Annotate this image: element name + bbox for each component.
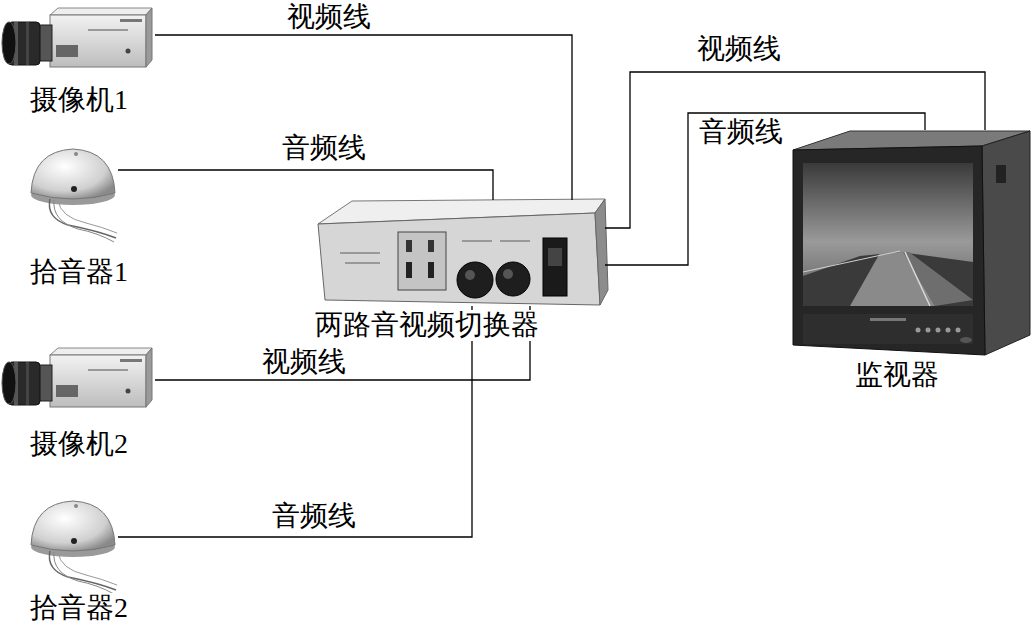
- camera-picture: [2, 8, 152, 67]
- device-label: 拾音器2: [28, 593, 130, 624]
- cable-line: [605, 72, 985, 228]
- cable-label: 音频线: [280, 133, 368, 164]
- monitor-picture: [793, 131, 1030, 355]
- device-label: 摄像机2: [28, 429, 130, 460]
- microphone-picture: [31, 149, 117, 242]
- microphone-node: 拾音器1: [28, 143, 118, 243]
- cable-line: [605, 113, 925, 265]
- microphone-picture: [31, 501, 117, 594]
- cable-label: 音频线: [697, 117, 785, 148]
- device-label: 摄像机1: [28, 85, 130, 116]
- camera-picture: [2, 348, 152, 407]
- cable-line: [118, 170, 493, 200]
- device-label: 拾音器1: [28, 257, 130, 288]
- device-label: 监视器: [853, 360, 941, 391]
- cable-label: 音频线: [270, 501, 358, 532]
- switcher-node: 两路音视频切换器: [315, 200, 605, 306]
- cable-label: 视频线: [695, 34, 783, 65]
- monitor-node: 监视器: [790, 130, 1030, 355]
- camera-node: 摄像机1: [0, 5, 155, 75]
- cable-label: 视频线: [285, 2, 373, 33]
- microphone-node: 拾音器2: [28, 495, 118, 593]
- switcher-picture: [318, 199, 608, 305]
- cable-line: [155, 35, 572, 200]
- device-label: 两路音视频切换器: [313, 310, 541, 341]
- cable-label: 视频线: [260, 347, 348, 378]
- camera-node: 摄像机2: [0, 345, 155, 415]
